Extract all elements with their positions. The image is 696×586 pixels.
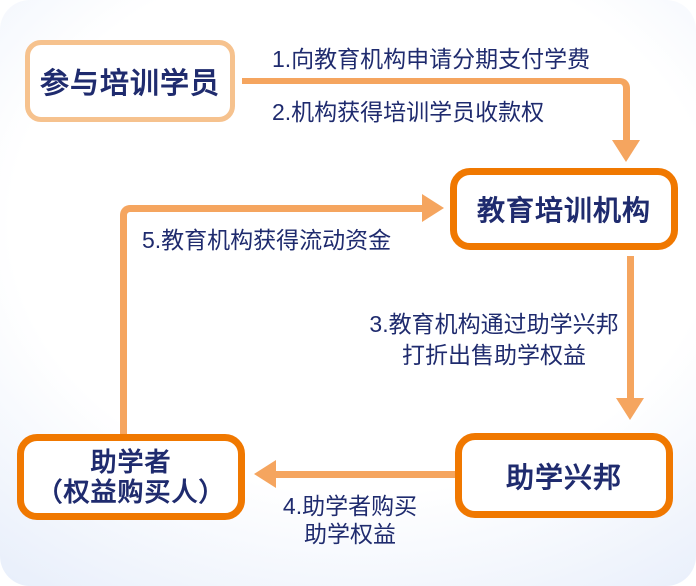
arrow-student-to-institution-line [242,78,630,142]
edge-label-step4-line1: 4.助学者购买 [282,493,418,519]
arrow-platform-to-sponsor-line [276,471,455,478]
arrow-sponsor-to-institution-head-icon [422,194,444,222]
node-sponsor: 助学者 （权益购买人） [17,434,245,520]
node-sponsor-line1: 助学者 [90,447,172,477]
edge-label-step4-line2: 助学权益 [304,521,396,547]
node-platform-label: 助学兴邦 [505,461,622,493]
edge-label-step1: 1.向教育机构申请分期支付学费 [272,46,591,72]
arrow-platform-to-sponsor-head-icon [254,460,276,488]
node-student: 参与培训学员 [25,40,235,122]
arrow-sponsor-to-institution-line [120,205,422,434]
node-institution: 教育培训机构 [450,168,678,250]
edge-label-step5: 5.教育机构获得流动资金 [142,227,392,253]
node-institution-label: 教育培训机构 [476,195,651,226]
edge-label-step2: 2.机构获得培训学员收款权 [272,99,545,125]
edge-label-step3: 3.教育机构通过助学兴邦 打折出售助学权益 [358,309,630,371]
edge-label-step3-line1: 3.教育机构通过助学兴邦 [369,311,619,337]
edge-label-step4: 4.助学者购买 助学权益 [275,492,425,548]
node-student-label: 参与培训学员 [39,68,220,100]
node-platform: 助学兴邦 [455,433,673,518]
arrow-student-to-institution-head-icon [612,140,640,162]
arrow-institution-to-platform-head-icon [616,398,644,420]
arrow-institution-to-platform-line [627,256,634,398]
edge-label-step3-line2: 打折出售助学权益 [402,342,586,368]
node-sponsor-line2: （权益购买人） [36,477,226,507]
